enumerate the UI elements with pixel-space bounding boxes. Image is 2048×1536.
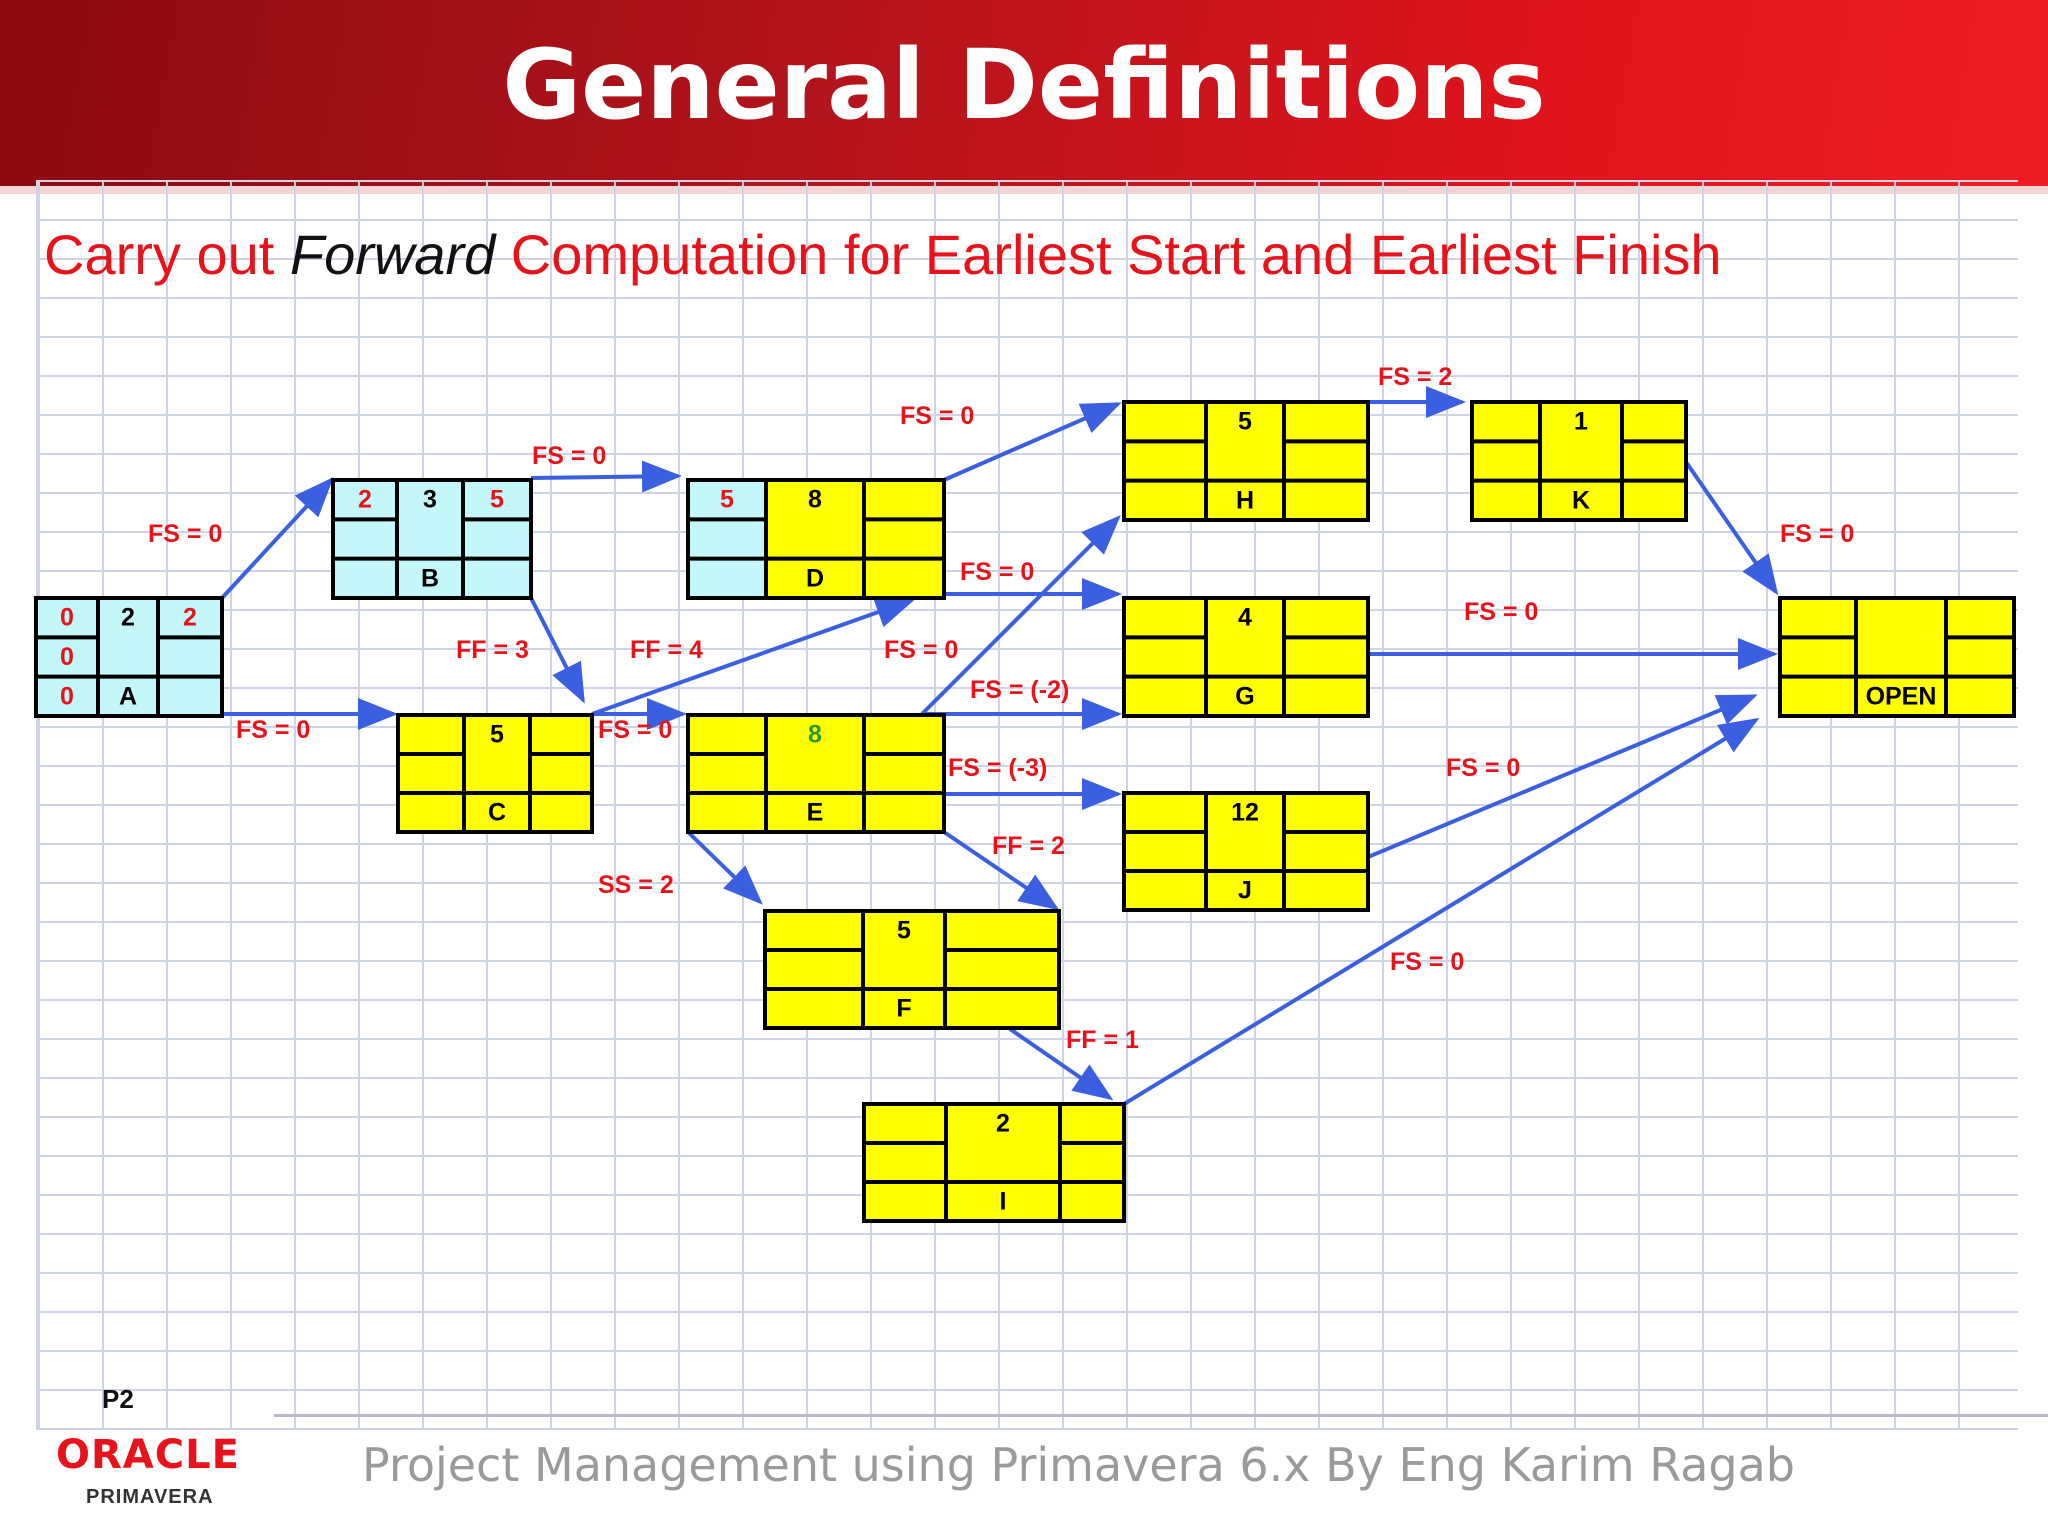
- relationship-labels: FS = 0 FS = 0 FS = 0 FF = 3 FF = 4 FS = 0 FS =…: [148, 363, 1854, 1054]
- relationship-label: FS = 0: [884, 636, 958, 664]
- arrow-e-f: [942, 830, 1060, 911]
- logo-product: PRIMAVERA: [86, 1486, 214, 1508]
- slide-title: General Definitions: [502, 29, 1546, 141]
- relationship-label: FS = 0: [236, 716, 310, 744]
- activity-id-label: B: [421, 564, 439, 592]
- page-number: P2: [102, 1384, 134, 1414]
- activity-node-open: OPEN: [1778, 596, 2016, 718]
- activity-id-label: E: [807, 799, 824, 827]
- relationship-label: FS = 0: [960, 558, 1034, 586]
- slide-subtitle: Carry out Forward Computation for Earlie…: [44, 222, 1722, 287]
- duration-value: 4: [1238, 604, 1252, 632]
- arrow-f-i: [1008, 1027, 1114, 1101]
- activity-id-label: H: [1236, 486, 1254, 514]
- early-start-value: 5: [720, 486, 734, 514]
- footer-divider: [274, 1414, 2048, 1417]
- activity-id-label: C: [488, 799, 506, 827]
- activity-node-h: 5H: [1122, 400, 1370, 522]
- activity-id-label: F: [896, 995, 911, 1023]
- activity-node-c: 5C: [396, 713, 594, 834]
- relationship-label: FF = 4: [630, 636, 703, 664]
- logo-brand: ORACLE: [56, 1432, 240, 1478]
- activity-id-label: A: [119, 682, 137, 710]
- relationship-label: FS = 0: [1464, 598, 1538, 626]
- footer-credit: Project Management using Primavera 6.x B…: [362, 1438, 1795, 1492]
- duration-value: 8: [808, 721, 822, 749]
- title-banner: General Definitions: [0, 0, 2048, 186]
- relationship-label: FS = 0: [900, 402, 974, 430]
- relationship-label: FF = 1: [1066, 1026, 1139, 1054]
- relationship-arrows: [220, 386, 1779, 1106]
- activity-node-f: 5F: [763, 909, 1061, 1030]
- duration-value: 3: [423, 486, 437, 514]
- duration-value: 2: [996, 1110, 1010, 1138]
- relationship-label: FS = (-3): [948, 754, 1047, 782]
- duration-value: 8: [808, 486, 822, 514]
- relationship-label: FS = 0: [148, 520, 222, 548]
- relationship-label: FS = 0: [1390, 948, 1464, 976]
- activity-node-i: 2I: [862, 1102, 1126, 1223]
- arrow-k-open: [1684, 460, 1779, 596]
- duration-value: 5: [897, 917, 911, 945]
- relationship-label: FS = 0: [1780, 520, 1854, 548]
- relationship-label: FS = 0: [532, 442, 606, 470]
- early-finish-value: 5: [490, 486, 504, 514]
- duration-value: 12: [1231, 799, 1259, 827]
- oracle-primavera-logo: ORACLE PRIMAVERA: [56, 1432, 256, 1512]
- arrow-j-open: [1367, 694, 1758, 859]
- duration-value: 5: [490, 721, 504, 749]
- arrow-e-f: [686, 830, 763, 905]
- activity-id-label: K: [1572, 486, 1590, 514]
- activity-node-k: 1K: [1470, 400, 1688, 522]
- activity-id-label: OPEN: [1866, 682, 1937, 710]
- relationship-label: FF = 2: [992, 832, 1065, 860]
- relationship-label: FF = 3: [456, 636, 529, 664]
- activity-node-g: 4G: [1122, 596, 1370, 718]
- relationship-label: FS = (-2): [970, 676, 1069, 704]
- float-value: 0: [60, 643, 74, 671]
- activity-node-e: 8E: [686, 713, 946, 834]
- relationship-label: FS = 2: [1378, 363, 1452, 391]
- arrow-b-d: [530, 460, 682, 493]
- activity-id-label: D: [806, 564, 824, 592]
- activity-node-d: 5 8D: [686, 478, 946, 600]
- arrow-b-c: [529, 597, 585, 704]
- arrow-c-d: [591, 597, 916, 716]
- activity-id-label: G: [1235, 682, 1254, 710]
- subtitle-part-3: Computation for Earliest Start and Earli…: [495, 223, 1722, 286]
- arrow-a-b: [220, 477, 334, 600]
- relationship-label: SS = 2: [598, 871, 674, 899]
- activity-id-label: I: [1000, 1188, 1007, 1216]
- subtitle-emphasis: Forward: [289, 223, 496, 286]
- relationship-label: FS = 0: [1446, 754, 1520, 782]
- arrow-i-open: [1122, 717, 1760, 1106]
- arrow-d-h: [943, 402, 1122, 482]
- early-start-value: 2: [358, 486, 372, 514]
- early-start-value: 0: [60, 604, 74, 632]
- subtitle-part-1: Carry out: [44, 223, 290, 286]
- late-value: 0: [60, 682, 74, 710]
- relationship-label: FS = 0: [598, 716, 672, 744]
- duration-value: 5: [1238, 408, 1252, 436]
- activity-node-b: 2 3 5B: [331, 478, 533, 600]
- activity-id-label: J: [1238, 877, 1252, 905]
- arrow-e-h: [920, 515, 1121, 716]
- duration-value: 2: [121, 604, 135, 632]
- duration-value: 1: [1574, 408, 1588, 436]
- activity-node-j: 12J: [1122, 791, 1370, 912]
- early-finish-value: 2: [183, 604, 197, 632]
